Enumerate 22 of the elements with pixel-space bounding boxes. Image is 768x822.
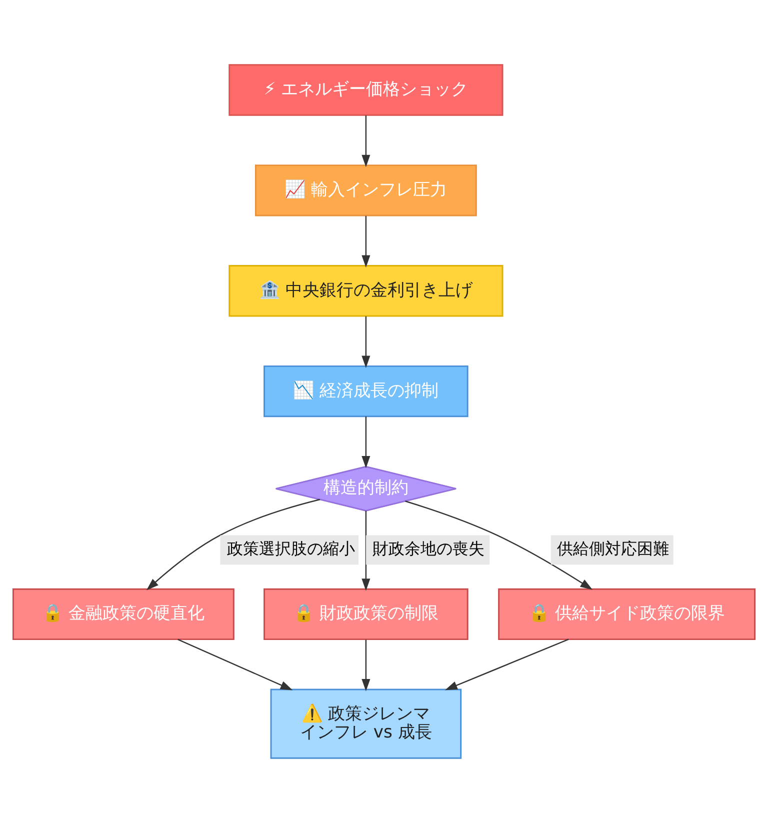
node-box: 📉 経済成長の抑制 xyxy=(264,364,468,417)
node-box: ⚡ エネルギー価格ショック xyxy=(228,64,504,116)
node-box: 🔒 供給サイド政策の限界 xyxy=(498,588,756,640)
arrow xyxy=(445,638,569,690)
node-box: 🔒 金融政策の硬直化 xyxy=(12,588,234,640)
arrow xyxy=(362,316,370,368)
arrow xyxy=(146,498,320,590)
arrow xyxy=(178,638,293,690)
edge-label: 供給側対応困難 xyxy=(556,538,669,558)
node-box: 📈 輸入インフレ圧力 xyxy=(254,164,477,216)
arrow xyxy=(362,639,370,691)
arrow xyxy=(362,510,370,590)
edge-label: 政策選択肢の縮小 xyxy=(226,538,355,558)
node-box: 🔒 財政政策の制限 xyxy=(264,588,468,640)
arrow xyxy=(362,416,370,468)
node-box: ⚠ 政策ジレンマ インフレ vs 成長 xyxy=(270,688,462,758)
node-box: 🏦 中央銀行の金利引き上げ xyxy=(228,264,504,316)
node-diamond: 構造的制約 xyxy=(275,465,457,511)
arrow xyxy=(362,114,370,167)
arrow xyxy=(362,215,370,268)
arrow xyxy=(405,500,593,590)
edge-label: 財政余地の喪失 xyxy=(372,538,485,558)
